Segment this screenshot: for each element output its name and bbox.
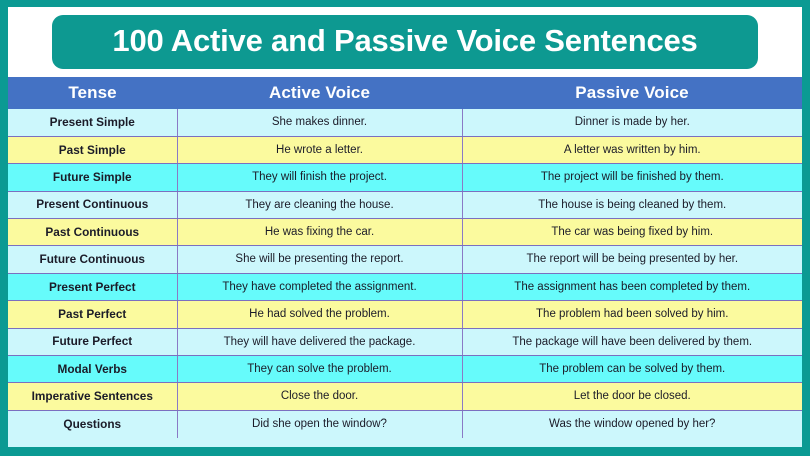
cell-tense: Future Perfect [8, 327, 178, 357]
cell-tense: Future Continuous [8, 245, 178, 274]
cell-active-voice: He had solved the problem. [176, 300, 463, 329]
cell-passive-voice: A letter was written by him. [461, 135, 802, 165]
cell-tense: Present Simple [8, 109, 178, 137]
page-title: 100 Active and Passive Voice Sentences [112, 23, 698, 58]
cell-tense: Past Continuous [8, 218, 178, 247]
cell-active-voice: They will finish the project. [176, 163, 463, 192]
column-header-active: Active Voice [177, 77, 462, 109]
cell-tense: Past Perfect [8, 300, 178, 329]
cell-active-voice: Close the door. [176, 382, 463, 411]
cell-tense: Future Simple [8, 163, 178, 192]
title-pill: 100 Active and Passive Voice Sentences [52, 15, 758, 69]
cell-active-voice: They are cleaning the house. [176, 190, 463, 220]
cell-passive-voice: The report will be being presented by he… [461, 245, 802, 274]
cell-active-voice: Did she open the window? [176, 409, 463, 438]
cell-passive-voice: The package will have been delivered by … [461, 327, 802, 357]
cell-passive-voice: The problem can be solved by them. [461, 355, 802, 384]
cell-active-voice: They have completed the assignment. [176, 272, 463, 302]
cell-tense: Past Simple [8, 135, 178, 165]
cell-active-voice: He was fixing the car. [176, 218, 463, 247]
cell-active-voice: She will be presenting the report. [176, 245, 463, 274]
cell-passive-voice: The project will be finished by them. [461, 163, 802, 192]
cell-active-voice: She makes dinner. [176, 109, 463, 137]
cell-tense: Imperative Sentences [8, 382, 178, 411]
active-passive-voice-table: Tense Active Voice Passive Voice Present… [8, 77, 802, 438]
cell-tense: Questions [8, 409, 178, 438]
cell-passive-voice: Was the window opened by her? [461, 409, 802, 438]
cell-tense: Modal Verbs [8, 355, 178, 384]
header-row: Tense Active Voice Passive Voice [8, 77, 802, 109]
table-header: Tense Active Voice Passive Voice [8, 77, 802, 109]
column-header-tense: Tense [8, 77, 177, 109]
cell-passive-voice: The assignment has been completed by the… [461, 272, 802, 302]
cell-passive-voice: The problem had been solved by him. [461, 300, 802, 329]
cell-tense: Present Continuous [8, 190, 178, 220]
title-band: 100 Active and Passive Voice Sentences [8, 7, 802, 77]
cell-active-voice: They will have delivered the package. [176, 327, 463, 357]
column-header-passive: Passive Voice [462, 77, 802, 109]
cell-passive-voice: Dinner is made by her. [461, 109, 802, 137]
table-container: Tense Active Voice Passive Voice Present… [8, 77, 802, 447]
cell-passive-voice: The car was being fixed by him. [461, 218, 802, 247]
cell-passive-voice: The house is being cleaned by them. [461, 190, 802, 220]
cell-tense: Present Perfect [8, 272, 178, 302]
cell-passive-voice: Let the door be closed. [461, 382, 802, 411]
cell-active-voice: He wrote a letter. [176, 135, 463, 165]
cell-active-voice: They can solve the problem. [176, 355, 463, 384]
